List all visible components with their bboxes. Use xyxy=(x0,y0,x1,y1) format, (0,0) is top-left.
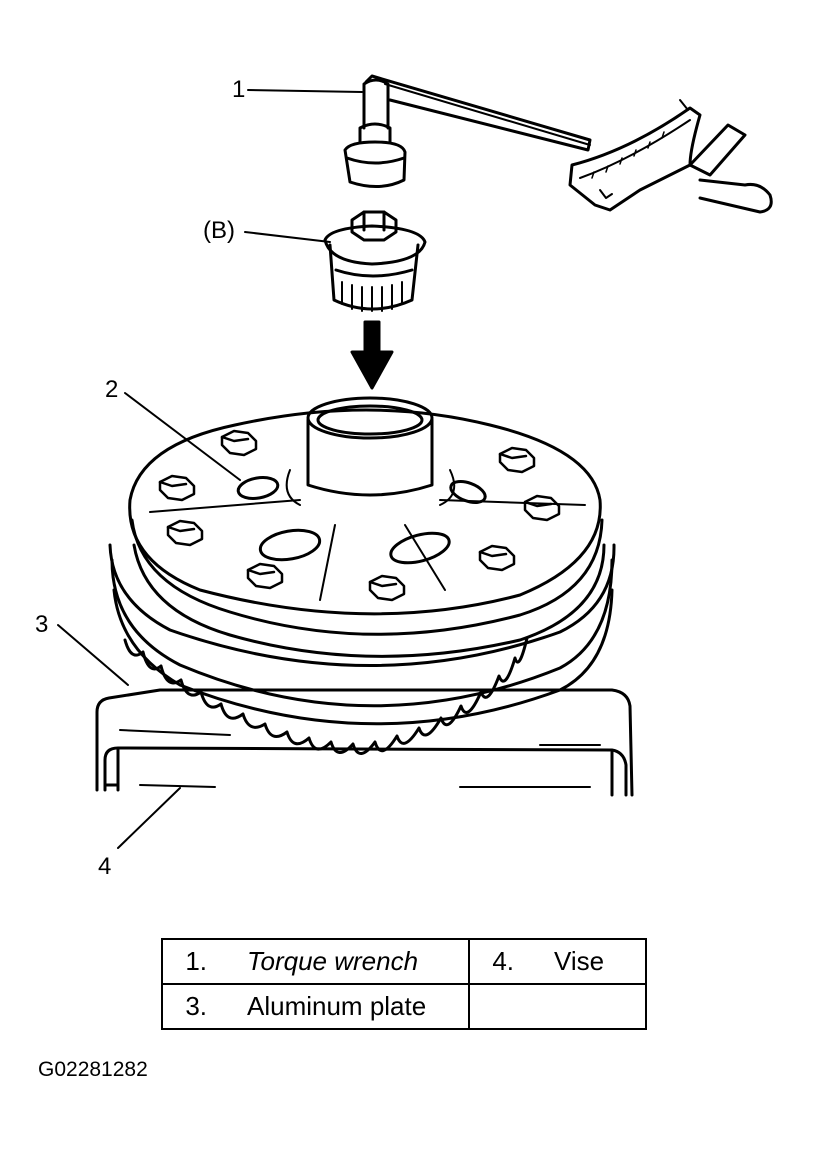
legend-label: Torque wrench xyxy=(247,946,419,976)
torque-wrench-drawing xyxy=(343,74,773,214)
callout-2: 2 xyxy=(105,376,119,403)
leader-lines xyxy=(57,89,363,849)
vise-drawing xyxy=(95,688,634,797)
legend-cell-empty xyxy=(468,983,647,1030)
legend-number: 4. xyxy=(492,946,514,976)
legend-row: 1. Torque wrench 4. Vise xyxy=(161,938,647,985)
legend-cell: 4. Vise xyxy=(468,938,647,985)
legend-number: 1. xyxy=(185,946,207,976)
legend-cell: 3. Aluminum plate xyxy=(161,983,470,1030)
legend-number: 3. xyxy=(185,991,207,1021)
case-bolts xyxy=(158,429,561,602)
legend-table: 1. Torque wrench 4. Vise 3. Aluminum plate xyxy=(161,938,647,1030)
figure-id: G02281282 xyxy=(38,1058,148,1081)
callout-b: (B) xyxy=(203,217,235,244)
legend-row: 3. Aluminum plate xyxy=(161,983,647,1030)
down-arrow-icon xyxy=(350,320,394,390)
callout-4: 4 xyxy=(98,853,112,880)
callout-1: 1 xyxy=(232,76,246,103)
legend-label: Vise xyxy=(554,946,605,976)
legend-label: Aluminum plate xyxy=(247,991,427,1021)
callout-3: 3 xyxy=(35,611,49,638)
special-tool-b-drawing xyxy=(323,210,427,312)
legend-cell: 1. Torque wrench xyxy=(161,938,470,985)
ring-gear-drawing xyxy=(108,543,616,755)
differential-torque-illustration xyxy=(57,74,773,849)
differential-case-drawing xyxy=(128,396,606,658)
